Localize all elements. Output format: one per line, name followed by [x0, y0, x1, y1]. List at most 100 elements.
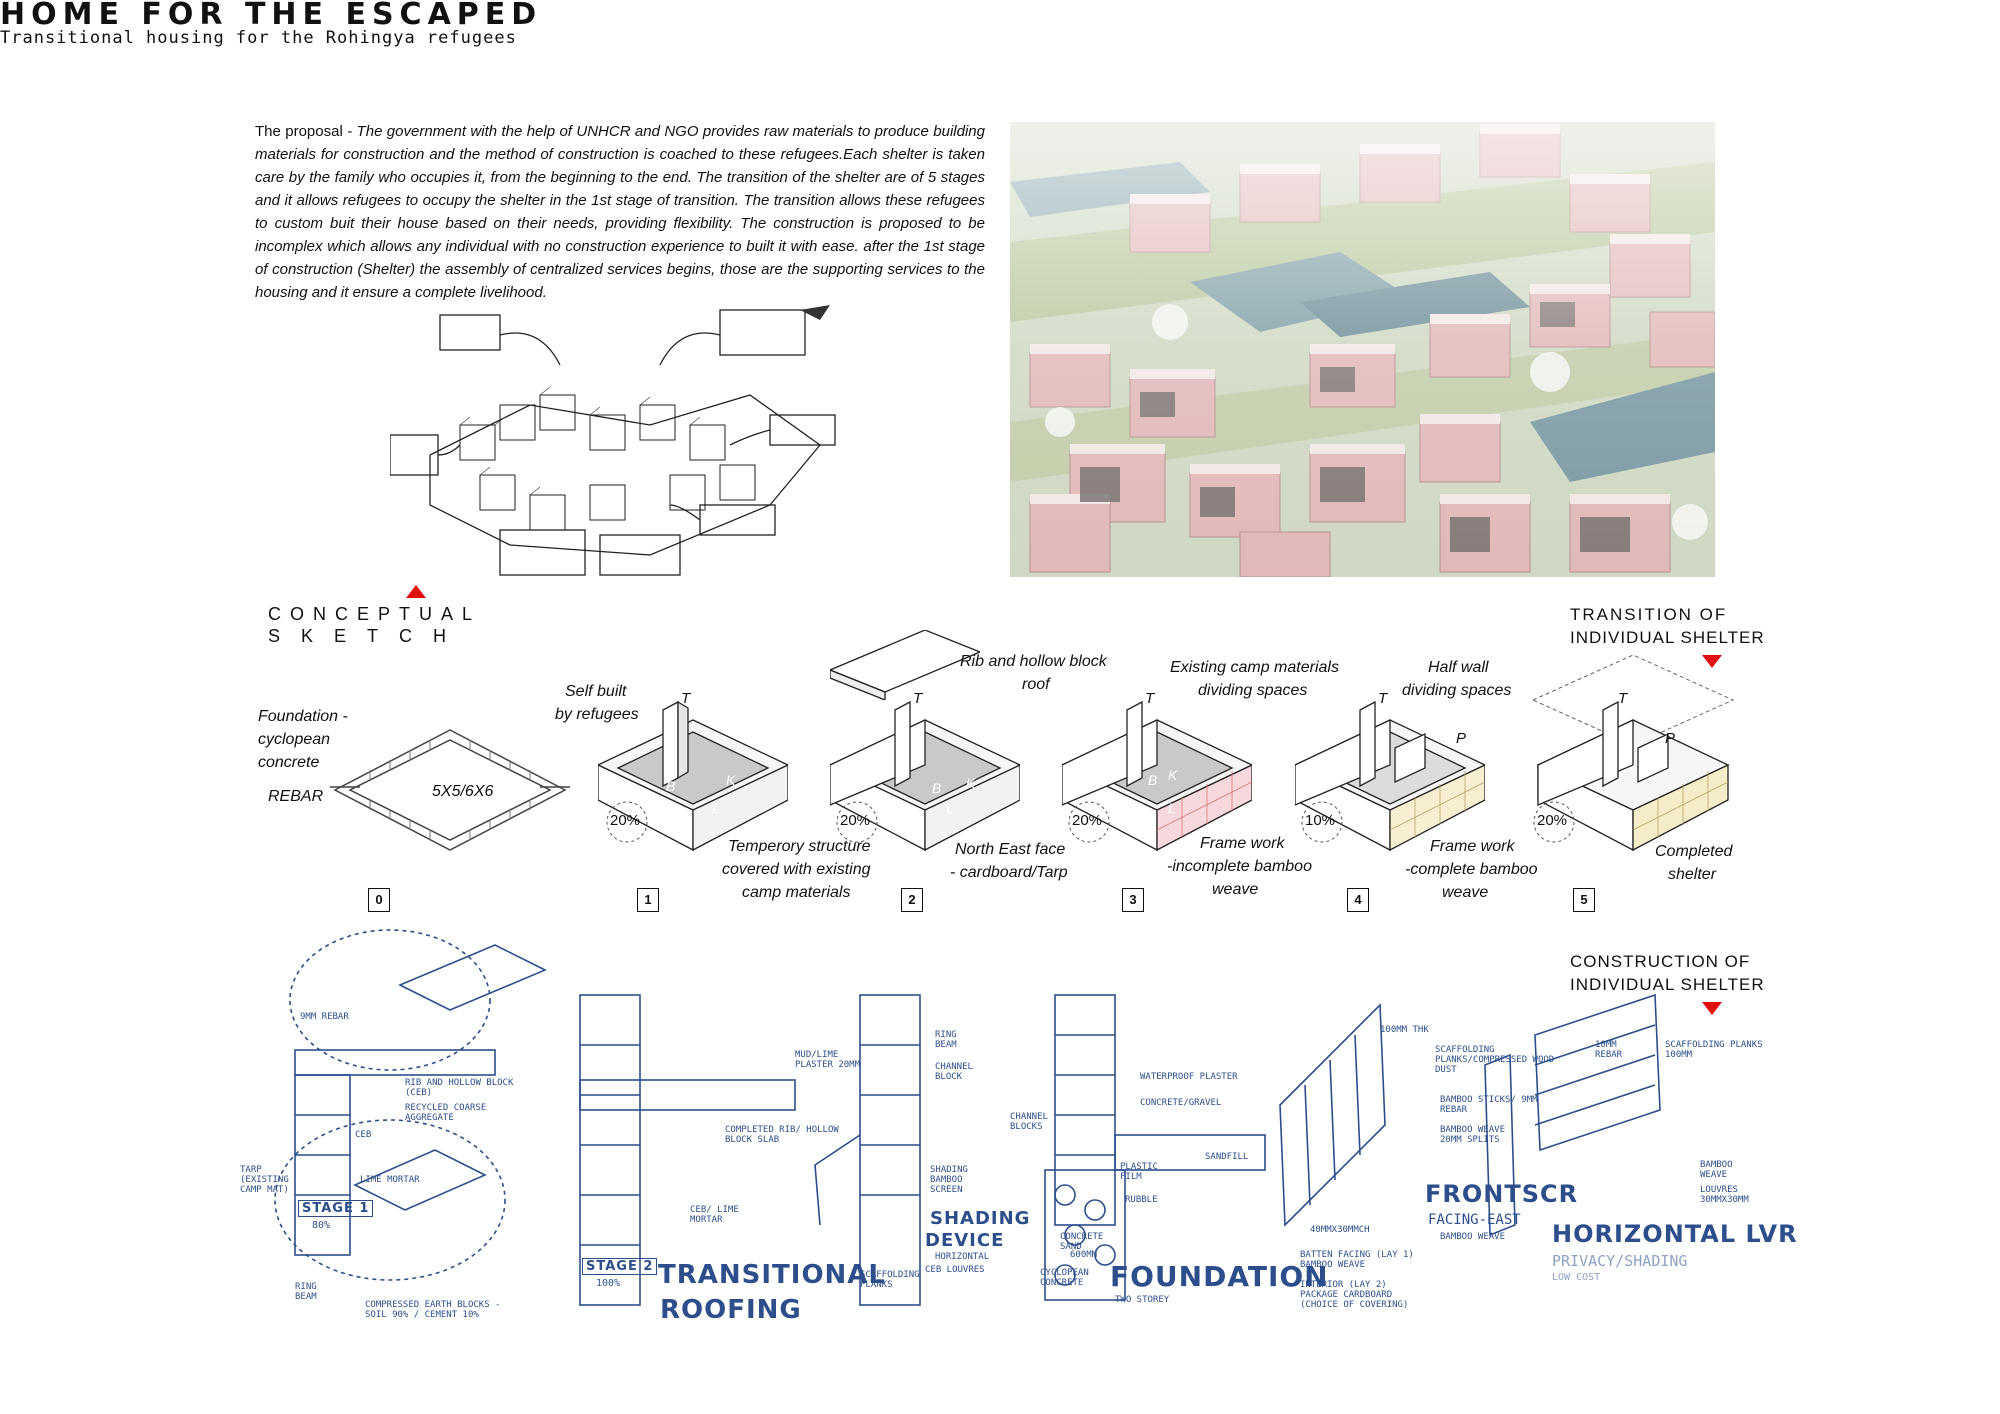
detail-label-ceb: CEB: [355, 1130, 372, 1140]
stage5-letter-t: T: [1618, 690, 1628, 707]
stage1-letter-b: B: [666, 778, 676, 794]
detail-title-roofing: ROOFING: [660, 1295, 802, 1325]
stage1-note-top1: Self built: [565, 683, 627, 700]
stage0-note-rebar: REBAR: [268, 788, 324, 805]
detail-title-shading2: DEVICE: [925, 1230, 1005, 1251]
stage2-note-top1: Rib and hollow block: [960, 653, 1107, 670]
stage2-shelter-drawing: [830, 700, 1020, 852]
stage3-note-bottom2: -incomplete bamboo: [1167, 858, 1312, 875]
stage2-circle-icon: [836, 801, 878, 843]
stage3-note-bottom3: weave: [1212, 881, 1259, 898]
detail-shading-sub2: CEB LOUVRES: [925, 1265, 985, 1275]
detail-label-40mm: 40MMX30MMCH: [1310, 1225, 1370, 1235]
stage1-note-bottom2: covered with existing: [722, 861, 871, 878]
detail-stage1-label: STAGE 1: [298, 1200, 374, 1217]
stage3-shelter-drawing: [1062, 700, 1252, 852]
detail-label-concrete-sand: CONCRETE SAND: [1060, 1232, 1104, 1252]
detail-stage1-pct: 80%: [312, 1220, 331, 1231]
stage3-note-top2: dividing spaces: [1198, 682, 1308, 699]
detail-label-tarp: TARP (EXISTING CAMP MAT): [240, 1165, 289, 1195]
construction-details-drawing: [274, 929, 1661, 1306]
stage1-letter-l: L: [712, 800, 720, 816]
detail-label-recycled: RECYCLED COARSE AGGREGATE: [405, 1103, 487, 1123]
stage4-letter-k: K: [1404, 757, 1414, 773]
stage3-circle-icon: [1068, 801, 1110, 843]
stage2-note-bottom1: North East face: [955, 841, 1066, 858]
construction-arrow-icon: [1702, 1002, 1722, 1015]
stage5-note-bottom2: shelter: [1668, 866, 1717, 883]
conceptual-sketch-image: [389, 305, 850, 583]
conceptual-sketch-drawing: [389, 305, 836, 576]
stage1-letter-t: T: [681, 690, 691, 707]
stage4-letter-p: P: [1456, 730, 1467, 747]
detail-stage2-pct: 100%: [596, 1278, 621, 1289]
stage0-note-cyclopean: cyclopean: [258, 731, 331, 748]
conceptual-label-line1: CONCEPTUAL: [268, 604, 482, 624]
detail-label-600mm: 600MM: [1070, 1250, 1098, 1260]
page-subtitle: Transitional housing for the Rohingya re…: [0, 28, 517, 48]
detail-title-foundation: FOUNDATION: [1110, 1260, 1329, 1293]
stage3-letter-b: B: [1148, 772, 1158, 788]
detail-label-channel-blocks: CHANNEL BLOCKS: [1010, 1112, 1048, 1132]
detail-label-10mm-rebar: 10MM REBAR: [1595, 1040, 1623, 1060]
stage2-percent: 20%: [840, 812, 871, 829]
detail-label-waterproof: WATERPROOF PLASTER: [1140, 1072, 1238, 1082]
detail-label-bamboo-weave2: BAMBOO WEAVE: [1700, 1160, 1733, 1180]
detail-label-rubble: RUBBLE: [1125, 1195, 1158, 1205]
stage0-number: 0: [368, 888, 390, 912]
detail-label-scaff-planks: SCAFFOLDING PLANKS/COMPRESSED WOOD DUST: [1435, 1045, 1555, 1075]
stage0-note-foundation: Foundation -: [258, 708, 348, 725]
stage3-note-bottom1: Frame work: [1200, 835, 1285, 852]
detail-label-louvres: LOUVRES 30MMX30MM: [1700, 1185, 1749, 1205]
stage5-percent: 20%: [1537, 812, 1568, 829]
detail-label-ceb-lime: CEB/ LIME MORTAR: [690, 1205, 739, 1225]
stage3-letter-k: K: [1168, 767, 1178, 783]
proposal-lead: The proposal: [255, 123, 343, 140]
detail-stage2-label: STAGE 2: [582, 1258, 658, 1275]
transition-label-line1: TRANSITION OF: [1570, 605, 1728, 624]
detail-label-ring-beam: RING BEAM: [295, 1282, 317, 1302]
detail-label-bamboo-weave: BAMBOO WEAVE 20MM SPLITS: [1440, 1125, 1506, 1145]
stage3-percent: 20%: [1072, 812, 1103, 829]
detail-frontscr-sub2: BAMBOO WEAVE: [1440, 1232, 1506, 1242]
stage0-note-concrete: concrete: [258, 754, 320, 771]
stage2-note-bottom2: - cardboard/Tarp: [950, 864, 1068, 881]
page-title: HOME FOR THE ESCAPED: [0, 0, 543, 32]
transition-arrow-icon: [1702, 655, 1722, 668]
stage1-note-bottom1: Temperory structure: [728, 838, 871, 855]
detail-label-lime: LIME MORTAR: [360, 1175, 420, 1185]
stage2-letter-l: L: [946, 800, 954, 816]
detail-label-scaffolding: SCAFFOLDING PLANKS: [860, 1270, 920, 1290]
construction-label-line1: CONSTRUCTION OF: [1570, 952, 1751, 971]
stage3-number: 3: [1122, 888, 1144, 912]
stage0-foundation-drawing: [330, 729, 570, 851]
detail-label-batten: BATTEN FACING (LAY 1) BAMBOO WEAVE: [1300, 1250, 1414, 1270]
stage1-number: 1: [637, 888, 659, 912]
stage1-letter-k: K: [726, 772, 736, 788]
stage2-letter-k: K: [966, 775, 976, 791]
stage0-size-label: 5X5/6X6: [432, 783, 494, 800]
stage4-circle-icon: [1301, 801, 1343, 843]
stage4-shelter-drawing: [1295, 700, 1485, 852]
detail-label-ring-beam2: RING BEAM: [935, 1030, 957, 1050]
stage4-note-bottom2: -complete bamboo: [1405, 861, 1538, 878]
stage2-letter-b: B: [932, 780, 942, 796]
detail-foundation-sub: TWO STOREY: [1115, 1295, 1170, 1305]
stage5-shelter-drawing: [1531, 654, 1735, 852]
conceptual-label-line2: SKETCH: [268, 626, 468, 646]
stage2-note-top2: roof: [1022, 676, 1050, 693]
stage4-note-top1: Half wall: [1428, 659, 1489, 676]
detail-label-rebar9: 9MM REBAR: [300, 1012, 349, 1022]
aerial-render-image: [1010, 122, 1715, 577]
detail-title-frontscr: FRONTSCR: [1425, 1180, 1579, 1208]
construction-label-line2: INDIVIDUAL SHELTER: [1570, 975, 1765, 994]
detail-label-completed-rib: COMPLETED RIB/ HOLLOW BLOCK SLAB: [725, 1125, 839, 1145]
stage1-circle-icon: [606, 801, 648, 843]
stage4-note-top2: dividing spaces: [1402, 682, 1512, 699]
transition-label-line2: INDIVIDUAL SHELTER: [1570, 628, 1765, 647]
stage3-letter-l: L: [1168, 800, 1176, 816]
detail-label-bamboo-sticks: BAMBOO STICKS/ 9MM REBAR: [1440, 1095, 1538, 1115]
detail-frontscr-sub: FACING-EAST: [1428, 1212, 1521, 1228]
stage2-number: 2: [901, 888, 923, 912]
stage1-percent: 20%: [610, 812, 641, 829]
